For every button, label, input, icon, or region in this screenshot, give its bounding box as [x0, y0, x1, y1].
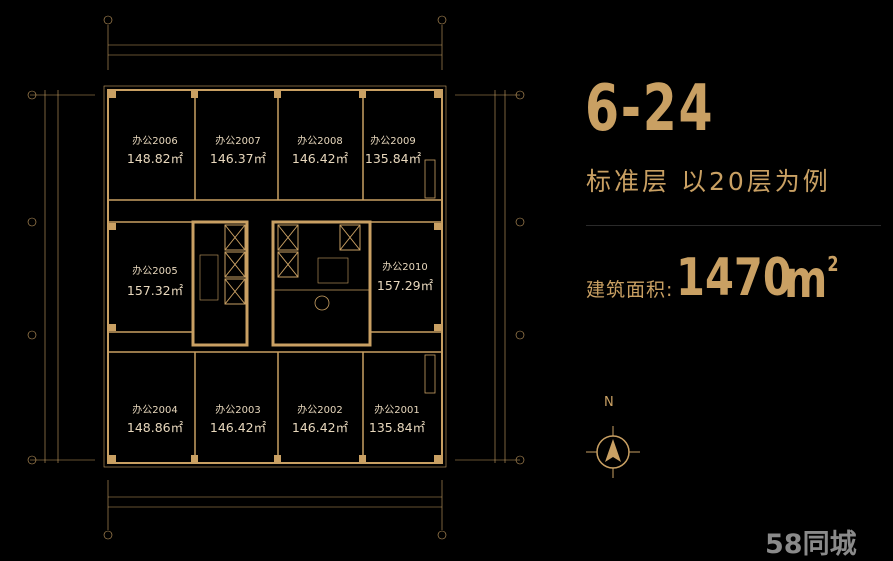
- watermark-logo: 58同城: [765, 529, 857, 560]
- room-name: 办公2006: [132, 134, 177, 147]
- room-area: 157.29㎡: [377, 278, 434, 293]
- room-name: 办公2009: [370, 134, 415, 147]
- corridor-walls: [108, 90, 442, 463]
- dimension-lines: [27, 15, 525, 540]
- floor-range-title: 6-24: [585, 72, 715, 146]
- room-area: 135.84㎡: [369, 420, 426, 435]
- divider: [586, 225, 881, 226]
- room-name: 办公2003: [215, 403, 260, 416]
- room-area: 148.86㎡: [127, 420, 184, 435]
- room-area: 146.37㎡: [210, 151, 267, 166]
- columns: [109, 91, 441, 462]
- area-label: 建筑面积:: [586, 279, 674, 301]
- room-name: 办公2007: [215, 134, 260, 147]
- room-area: 146.42㎡: [292, 151, 349, 166]
- room-area: 157.32㎡: [127, 283, 184, 298]
- room-name: 办公2010: [382, 260, 427, 273]
- floor-subtitle: 标准层 以20层为例: [586, 167, 831, 196]
- room-area: 148.82㎡: [127, 151, 184, 166]
- room-name: 办公2002: [297, 403, 342, 416]
- room-name: 办公2008: [297, 134, 342, 147]
- area-unit: m2: [784, 250, 838, 310]
- room-area: 146.42㎡: [292, 420, 349, 435]
- room-area: 135.84㎡: [365, 151, 422, 166]
- room-name: 办公2001: [374, 403, 419, 416]
- area-unit-sup: 2: [827, 252, 839, 276]
- compass-north-label: N: [604, 395, 614, 410]
- room-area: 146.42㎡: [210, 420, 267, 435]
- area-unit-m: m: [784, 250, 828, 310]
- core: [191, 220, 372, 347]
- room-name: 办公2004: [132, 403, 177, 416]
- outer-wall: [107, 89, 443, 464]
- area-value: 1470: [676, 248, 792, 308]
- compass-icon: [586, 426, 640, 478]
- room-name: 办公2005: [132, 264, 177, 277]
